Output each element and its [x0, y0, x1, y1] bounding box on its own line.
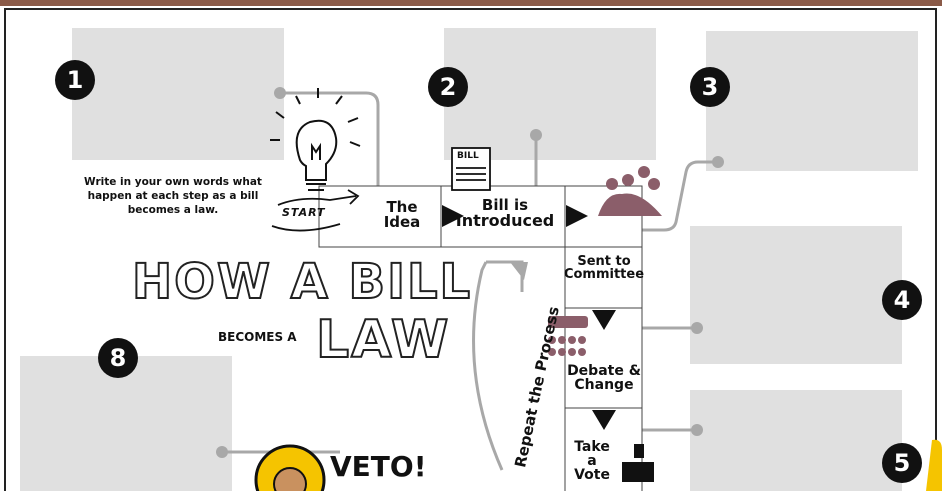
step-introduced-line-1: Bill is [481, 196, 529, 214]
dot-3 [712, 156, 724, 168]
step-idea-label: The Idea [370, 200, 434, 230]
step-vote-label: Take a Vote [566, 440, 618, 482]
dot-8 [216, 446, 228, 458]
answer-box-3[interactable] [706, 31, 918, 171]
step-idea-text: The Idea [383, 198, 421, 231]
committee-icon [548, 316, 588, 356]
title-line-1: HOW A BILL [131, 253, 473, 311]
bill-scroll-label: BILL [457, 151, 479, 161]
cell-committee [564, 246, 643, 309]
step-introduced-label: Bill is Introduced [450, 198, 560, 229]
connector-1 [280, 91, 380, 186]
lightbulb-icon [270, 88, 361, 191]
answer-box-2[interactable] [444, 28, 656, 160]
people-group-icon [598, 166, 662, 216]
step-number-3: 3 [690, 67, 730, 107]
repeat-arrow [472, 261, 504, 471]
arrow-down-2 [592, 410, 616, 430]
worksheet-frame [4, 8, 937, 491]
step-number-8: 8 [98, 338, 138, 378]
step-number-1: 1 [55, 60, 95, 100]
step-vote-line-3: Vote [574, 467, 610, 483]
step-vote-line-2: a [587, 453, 597, 469]
repeat-arrow-head [510, 262, 528, 280]
instructions-text: Write in your own words what happen at e… [84, 176, 262, 217]
arrow-down-1 [592, 310, 616, 330]
arrow-right-2 [566, 205, 588, 227]
accent-shape [926, 439, 942, 491]
step-vote-line-1: Take [574, 439, 610, 455]
start-swirl [271, 189, 360, 232]
answer-box-4[interactable] [690, 226, 902, 364]
arrow-right-1 [442, 205, 464, 227]
veto-label: VETO! [330, 450, 427, 483]
top-border [0, 0, 942, 6]
dot-5 [691, 424, 703, 436]
dot-2 [530, 129, 542, 141]
step-introduced-line-2: Introduced [455, 211, 555, 230]
step-number-2: 2 [428, 67, 468, 107]
answer-box-5[interactable] [690, 390, 902, 491]
answer-box-1[interactable] [72, 28, 284, 160]
step-debate-line-2: Change [574, 377, 634, 393]
step-committee-line-1: Sent to [577, 254, 631, 269]
step-committee-line-2: Committee [563, 267, 645, 282]
title-law: LAW [315, 309, 451, 371]
veto-character [254, 444, 326, 491]
dot-1 [274, 87, 286, 99]
bill-scroll-icon [451, 147, 491, 191]
step-debate-label: Debate & Change [562, 364, 646, 392]
dot-4 [691, 322, 703, 334]
step-number-5: 5 [882, 443, 922, 483]
start-label: START [282, 206, 326, 219]
step-number-4: 4 [882, 280, 922, 320]
ballot-box-icon [622, 444, 654, 482]
title-becomes: BECOMES A [218, 330, 297, 344]
step-committee-label: Sent to Committee [562, 255, 646, 281]
connector-3 [642, 160, 718, 232]
cell-idea [318, 185, 442, 248]
step-debate-line-1: Debate & [567, 363, 641, 379]
answer-box-8[interactable] [20, 356, 232, 491]
